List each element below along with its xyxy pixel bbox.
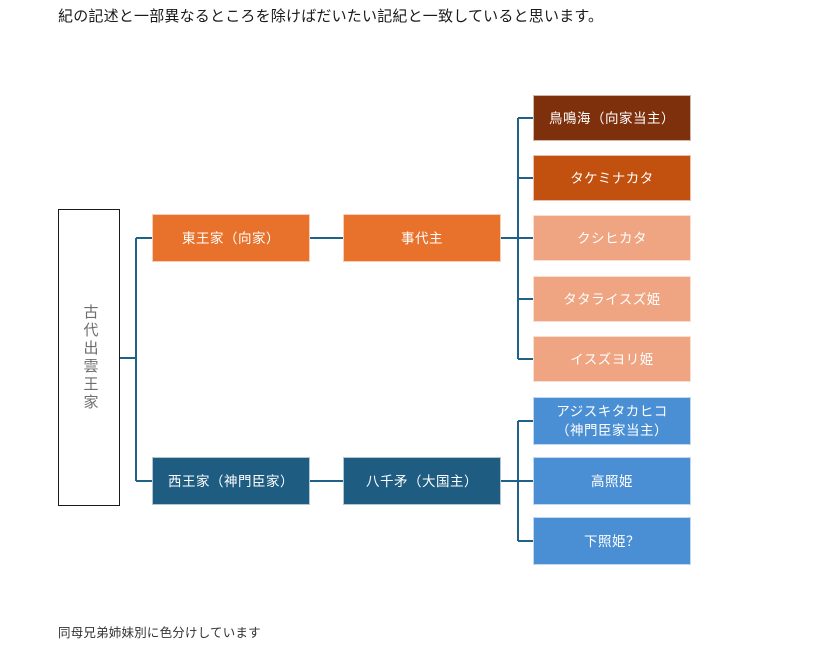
node-shitateru-hime-label: 下照姫？ <box>584 533 640 549</box>
line-root-stub <box>120 357 136 359</box>
line-kotoshironushi-stub <box>501 237 518 239</box>
line-to-takateru-hime <box>518 480 533 482</box>
node-west-house[interactable]: 西王家（神門臣家） <box>152 457 310 505</box>
line-root-to-east-house <box>136 237 152 239</box>
node-kushihikata[interactable]: クシヒカタ <box>533 215 691 261</box>
node-root-label: 古代出雲王家 <box>81 303 98 412</box>
node-takeminakata-label: タケミナカタ <box>570 170 654 186</box>
line-to-kushihikata <box>518 237 533 239</box>
node-shitateru-hime[interactable]: 下照姫？ <box>533 517 691 565</box>
node-kotoshironushi-label: 事代主 <box>401 230 443 246</box>
line-to-torinarumi <box>518 117 533 119</box>
line-east-house-to-kotoshironushi <box>310 237 343 239</box>
node-takateru-hime-label: 高照姫 <box>591 473 633 489</box>
line-to-tataraisuzu-hime <box>518 298 533 300</box>
line-root-bracket <box>135 238 137 481</box>
node-kushihikata-label: クシヒカタ <box>577 230 647 246</box>
intro-caption: 紀の記述と一部異なるところを除けばだいたい記紀と一致していると思います。 <box>58 9 604 25</box>
node-kotoshironushi[interactable]: 事代主 <box>343 214 501 262</box>
node-west-house-label: 西王家（神門臣家） <box>168 473 294 489</box>
node-isuzuyori-hime[interactable]: イスズヨリ姫 <box>533 336 691 382</box>
node-ajisukitakahiko[interactable]: アジスキタカヒコ（神門臣家当主） <box>533 397 691 445</box>
node-yachihoko[interactable]: 八千矛（大国主） <box>343 457 501 505</box>
node-ajisukitakahiko-label: アジスキタカヒコ（神門臣家当主） <box>556 404 668 438</box>
node-east-house[interactable]: 東王家（向家） <box>152 214 310 262</box>
node-root-ancient-izumo-royal-house[interactable]: 古代出雲王家 <box>58 209 120 506</box>
node-takateru-hime[interactable]: 高照姫 <box>533 457 691 505</box>
line-to-ajisukitakahiko <box>518 420 533 422</box>
node-takeminakata[interactable]: タケミナカタ <box>533 155 691 201</box>
node-isuzuyori-hime-label: イスズヨリ姫 <box>570 351 654 367</box>
line-to-takeminakata <box>518 177 533 179</box>
node-tataraisuzu-hime-label: タタライスズ姫 <box>563 291 661 307</box>
node-torinarumi[interactable]: 鳥鳴海（向家当主） <box>533 95 691 141</box>
line-west-house-to-yachihoko <box>310 480 343 482</box>
node-east-house-label: 東王家（向家） <box>182 230 280 246</box>
line-to-isuzuyori-hime <box>518 358 533 360</box>
node-yachihoko-label: 八千矛（大国主） <box>366 473 478 489</box>
line-to-shitateru-hime <box>518 540 533 542</box>
line-root-to-west-house <box>136 480 152 482</box>
line-yachihoko-stub <box>501 480 518 482</box>
node-tataraisuzu-hime[interactable]: タタライスズ姫 <box>533 276 691 322</box>
node-torinarumi-label: 鳥鳴海（向家当主） <box>549 110 675 126</box>
legend-caption: 同母兄弟姉妹別に色分けしています <box>58 626 261 640</box>
